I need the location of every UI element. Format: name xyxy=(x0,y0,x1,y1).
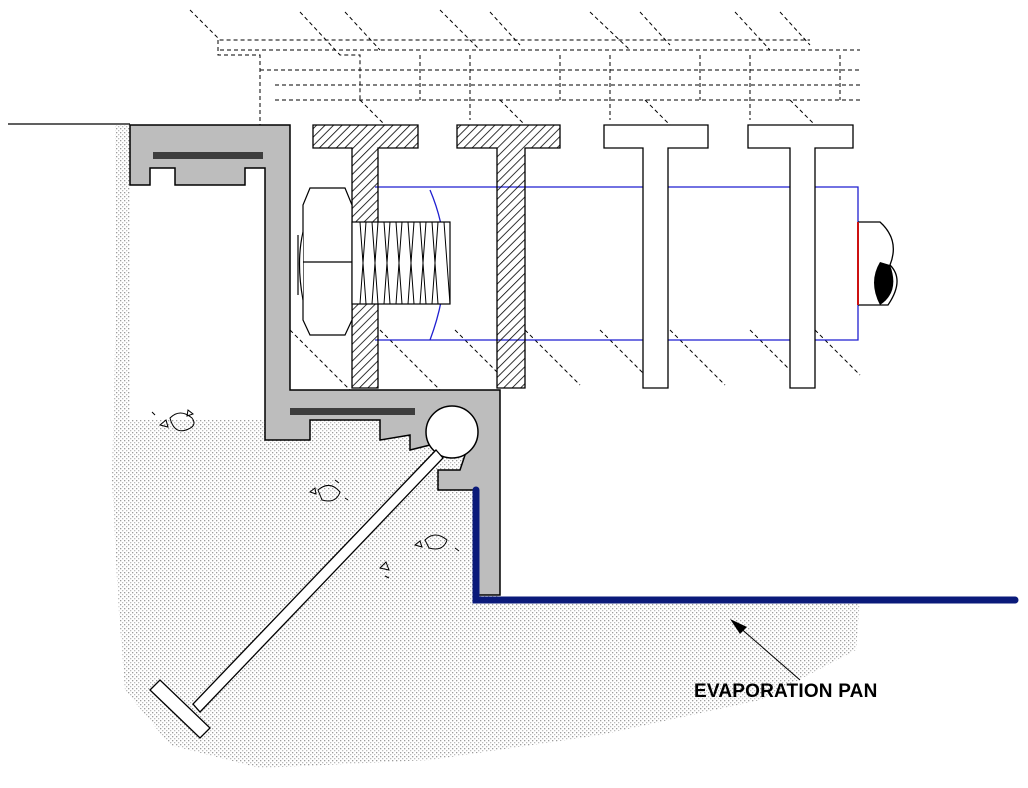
hex-bolt-icon xyxy=(297,187,353,336)
frame-bead xyxy=(425,405,479,459)
pipe-end-icon xyxy=(857,221,898,306)
evaporation-pan xyxy=(472,486,1019,604)
plain-t-bar-2 xyxy=(747,124,854,389)
callout-leader-arrow xyxy=(730,619,801,681)
frame-gasket-top xyxy=(153,152,263,159)
angle-frame xyxy=(129,124,501,596)
anchor-rod-icon xyxy=(149,449,444,739)
frame-gasket-bottom xyxy=(290,408,415,415)
threaded-shank-icon xyxy=(351,221,451,305)
grating-dashed-bars xyxy=(189,9,861,391)
hatched-t-bar-2 xyxy=(456,124,561,389)
aggregate-stones xyxy=(151,409,460,579)
evaporation-pan-label: EVAPORATION PAN xyxy=(694,681,878,702)
plain-t-bar-1 xyxy=(603,124,709,389)
